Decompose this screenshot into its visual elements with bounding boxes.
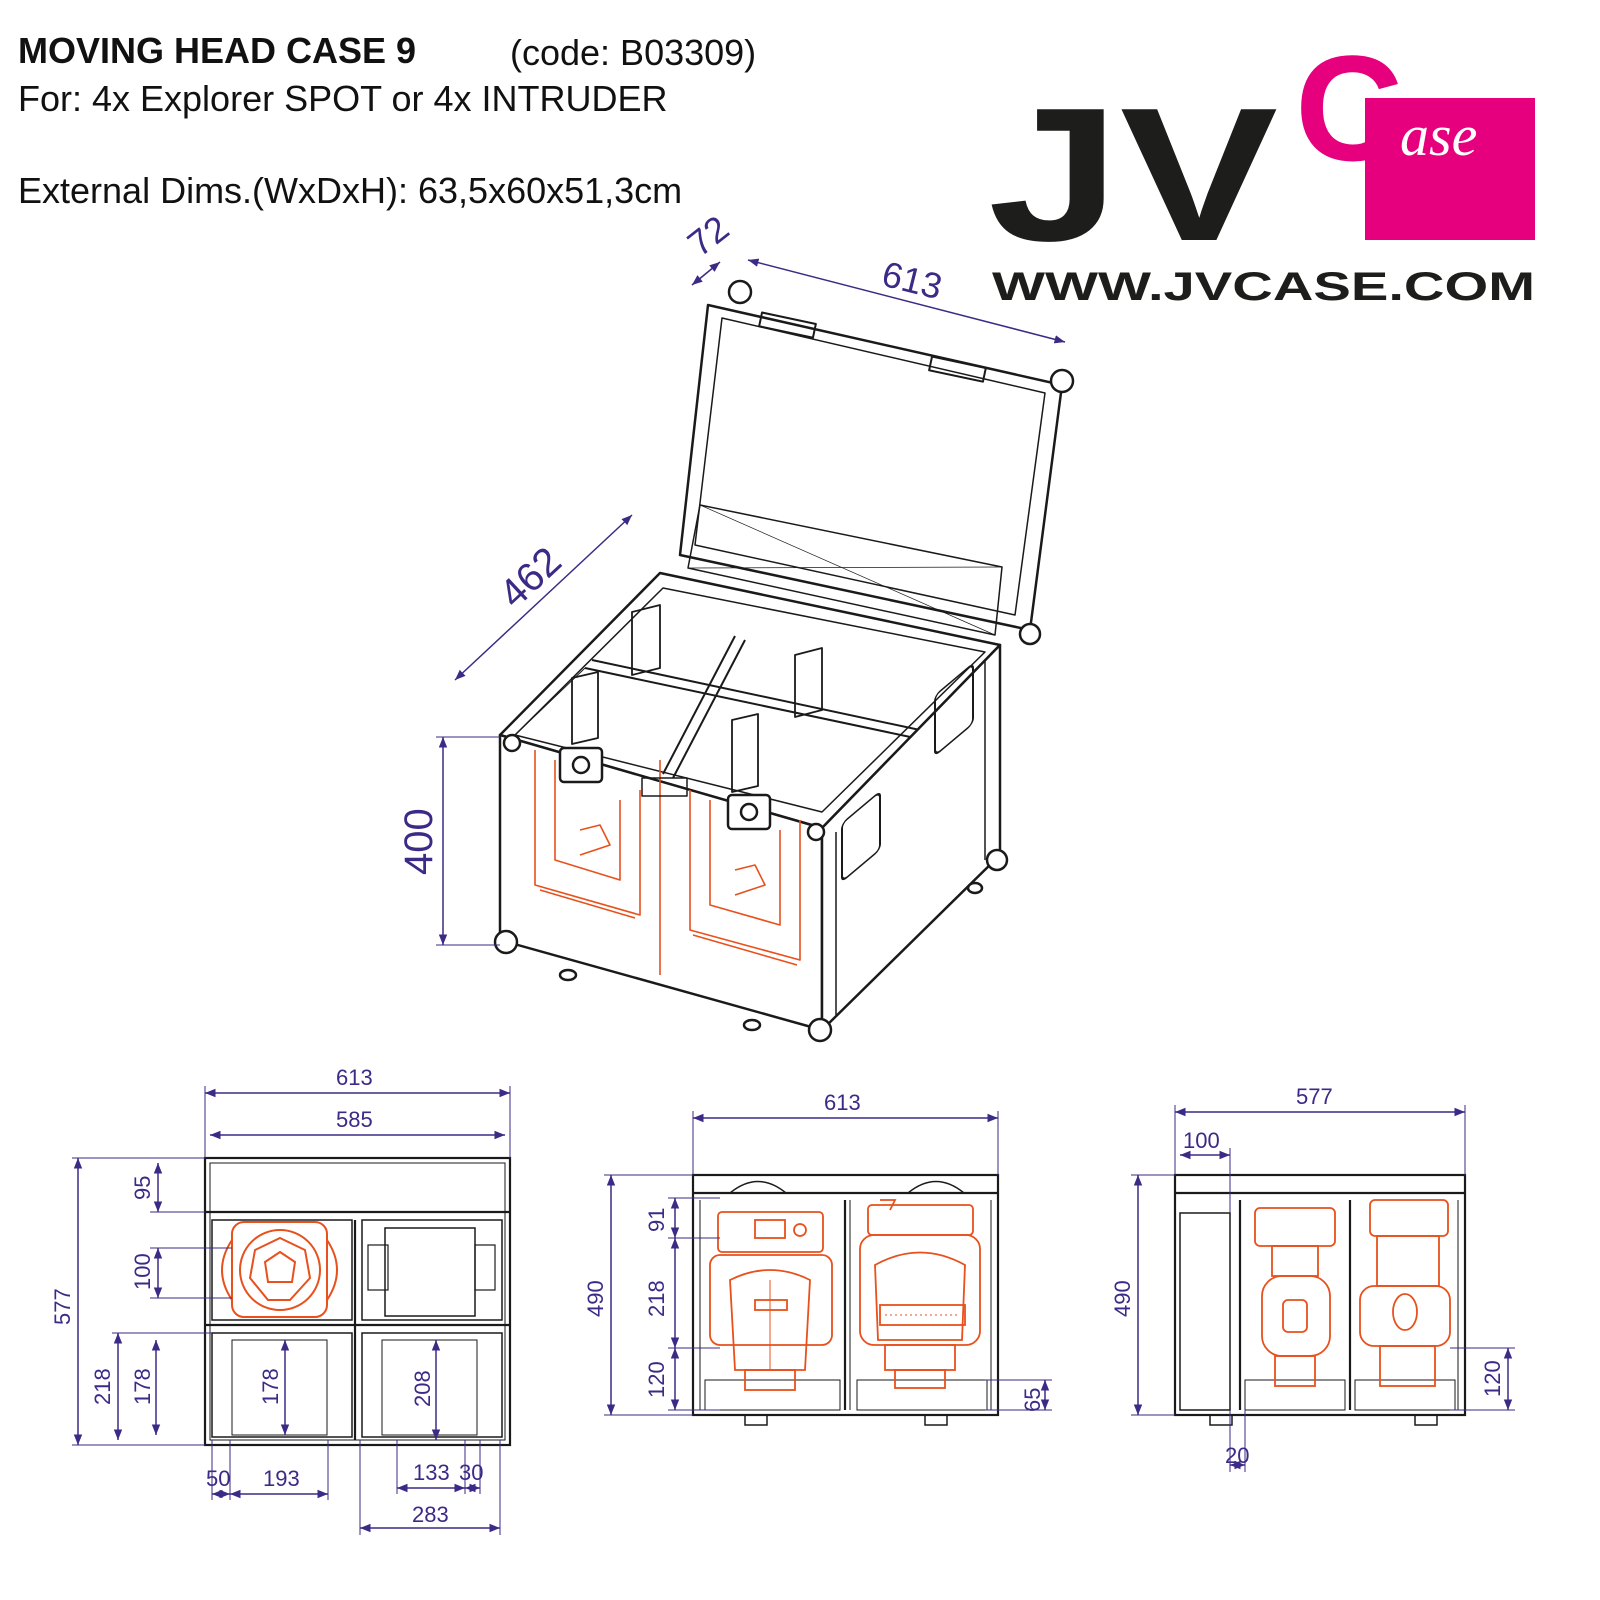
dim-side-120: 120 xyxy=(1480,1360,1505,1397)
dim-front-218: 218 xyxy=(644,1280,669,1317)
dim-side-100: 100 xyxy=(1183,1128,1220,1153)
side-view-fixtures xyxy=(1254,1199,1451,1387)
side-handle-upper xyxy=(934,664,974,755)
dim-top-133: 133 xyxy=(413,1460,450,1485)
front-label-plate xyxy=(641,777,688,797)
latch-right xyxy=(726,793,772,831)
isometric-case-view xyxy=(493,279,1075,1043)
product-code: (code: B03309) xyxy=(510,32,757,73)
jv-case-logo: C ase JV WWW.JVCASE.COM xyxy=(988,24,1535,309)
dim-top-50: 50 xyxy=(206,1466,230,1491)
dim-top-inner-width: 585 xyxy=(336,1107,373,1132)
dim-top-193: 193 xyxy=(263,1466,300,1491)
dim-top-depth: 577 xyxy=(50,1288,75,1325)
dim-iso-width: 613 xyxy=(878,253,946,307)
dim-iso-height: 400 xyxy=(397,808,441,875)
dim-top-218: 218 xyxy=(90,1368,115,1405)
dim-top-283: 283 xyxy=(412,1502,449,1527)
iso-dimension-lines xyxy=(436,258,1066,946)
side-view: 577 100 490 120 20 xyxy=(1110,1084,1515,1472)
logo-c-letter: C xyxy=(1295,24,1403,192)
dim-side-height: 490 xyxy=(1110,1280,1135,1317)
title: MOVING HEAD CASE 9 xyxy=(18,30,417,71)
compatibility-line: For: 4x Explorer SPOT or 4x INTRUDER xyxy=(18,78,668,119)
latch-left xyxy=(558,746,604,784)
dim-front-91: 91 xyxy=(644,1208,669,1232)
dim-front-65: 65 xyxy=(1020,1388,1045,1412)
dim-front-120: 120 xyxy=(644,1361,669,1398)
dim-front-height: 490 xyxy=(583,1280,608,1317)
dim-top-lid: 95 xyxy=(130,1176,155,1200)
top-view: 613 585 95 100 577 218 178 178 208 50 19… xyxy=(50,1065,512,1535)
logo-case-text: ase xyxy=(1400,103,1477,168)
dim-side-20: 20 xyxy=(1225,1443,1249,1468)
dim-top-178-mid: 178 xyxy=(258,1368,283,1405)
dim-top-208: 208 xyxy=(410,1370,435,1407)
logo-url: WWW.JVCASE.COM xyxy=(992,265,1535,309)
dim-top-outer-width: 613 xyxy=(336,1065,373,1090)
dim-iso-depth: 462 xyxy=(491,539,570,617)
external-dimensions: External Dims.(WxDxH): 63,5x60x51,3cm xyxy=(18,170,683,211)
side-handle-lower xyxy=(841,792,881,881)
top-view-fixture xyxy=(221,1221,338,1318)
dim-lid-depth: 72 xyxy=(680,207,737,264)
dim-top-178-left: 178 xyxy=(130,1368,155,1405)
front-view: 613 490 91 218 120 65 xyxy=(583,1090,1052,1426)
foam-blocks xyxy=(571,604,823,793)
dim-top-fixture: 100 xyxy=(130,1253,155,1290)
dim-top-30: 30 xyxy=(459,1460,483,1485)
logo-jv-letters: JV xyxy=(988,69,1278,281)
dim-side-width: 577 xyxy=(1296,1084,1333,1109)
front-view-fixtures xyxy=(709,1199,981,1391)
logo-magenta-square xyxy=(1365,98,1535,240)
dim-front-width: 613 xyxy=(824,1090,861,1115)
